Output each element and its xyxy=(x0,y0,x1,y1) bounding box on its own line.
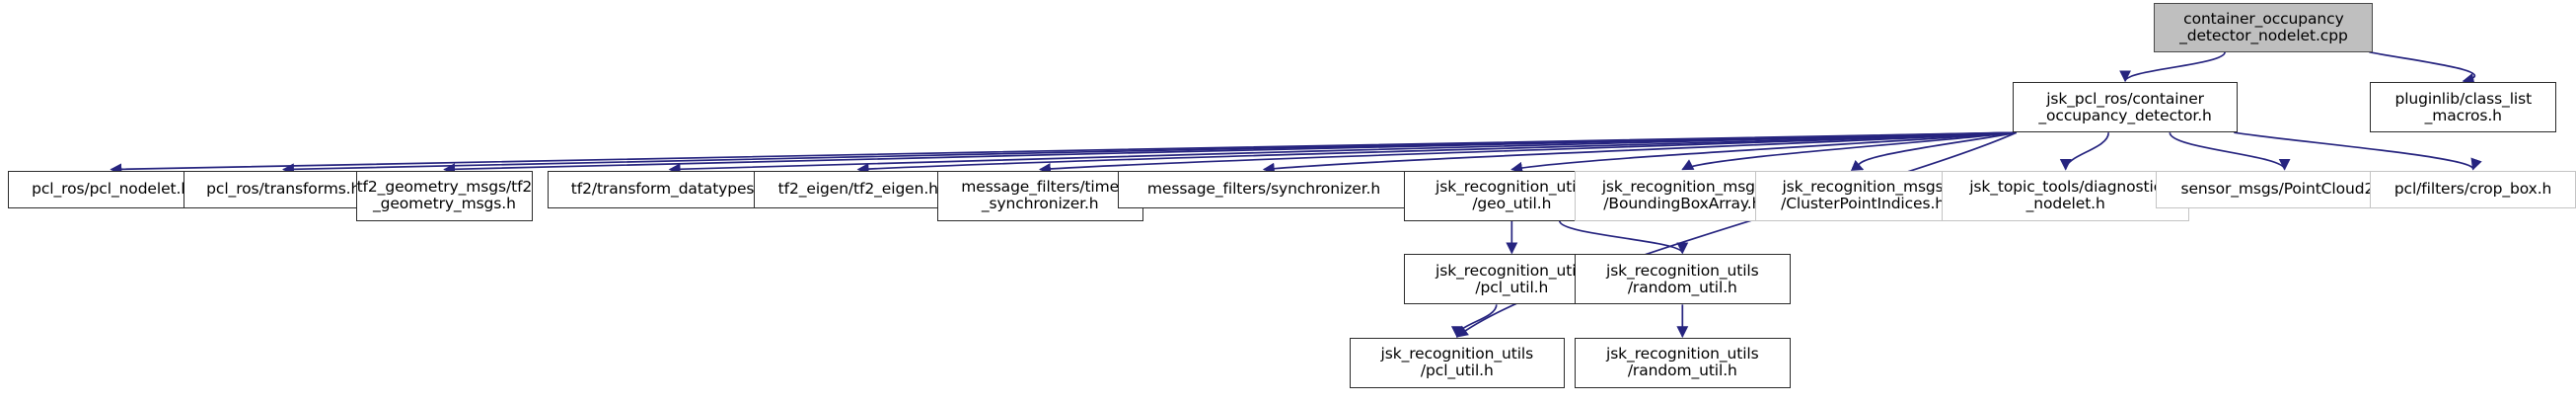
graph-node-time-synchronizer-h[interactable]: message_filters/time_synchronizer.h xyxy=(936,170,1143,221)
node-label-line-1: jsk_topic_tools/diagnostic xyxy=(1969,178,2163,197)
graph-node-root[interactable]: container_occupancy_detector_nodelet.cpp xyxy=(2154,3,2374,52)
node-label-line-1: container_occupancy xyxy=(2183,9,2344,28)
node-label-line-1: jsk_recognition_utils xyxy=(1380,345,1534,364)
graph-node-pcl-util-h-leaf[interactable]: jsk_recognition_utils/pcl_util.h xyxy=(1349,337,1566,389)
node-label-line-1: message_filters/synchronizer.h xyxy=(1146,180,1381,199)
graph-edge-container-occupancy-detector-h-to-diagnostic-nodelet-h xyxy=(2059,132,2110,171)
node-label-line-2: /random_util.h xyxy=(1627,278,1737,296)
graph-edge-container-occupancy-detector-h-to-pcl-nodelet-h xyxy=(110,131,2017,176)
node-label-line-2: _nodelet.h xyxy=(2025,195,2105,213)
node-label-line-1: tf2/transform_datatypes.h xyxy=(570,180,769,199)
graph-edge-container-occupancy-detector-h-to-time-synchronizer-h xyxy=(1039,131,2017,175)
graph-node-transforms-h[interactable]: pcl_ros/transforms.h xyxy=(184,170,384,208)
node-label-line-2: _occupancy_detector.h xyxy=(2038,106,2212,124)
graph-edge-geo-util-h-to-random-util-h-mid xyxy=(1558,220,1689,255)
node-label-line-1: jsk_recognition_msgs xyxy=(1601,178,1763,197)
node-label-line-1: tf2_geometry_msgs/tf2 xyxy=(356,178,533,197)
node-label-line-1: tf2_eigen/tf2_eigen.h xyxy=(777,180,938,199)
graph-edge-pcl-util-h-mid-to-pcl-util-h-leaf xyxy=(1450,304,1498,339)
graph-edge-root-to-container-occupancy-detector-h xyxy=(2119,51,2226,83)
graph-node-tf2-geometry-msgs-h[interactable]: tf2_geometry_msgs/tf2_geometry_msgs.h xyxy=(355,170,534,221)
node-label-line-2: /random_util.h xyxy=(1627,362,1737,380)
node-label-line-2: _detector_nodelet.cpp xyxy=(2179,26,2348,44)
node-label-line-1: jsk_recognition_utils xyxy=(1606,345,1759,364)
graph-node-crop-box-h[interactable]: pcl/filters/crop_box.h xyxy=(2370,170,2576,208)
node-label-line-1: jsk_recognition_msgs xyxy=(1782,178,1944,197)
graph-node-cluster-point-indices-h[interactable]: jsk_recognition_msgs/ClusterPointIndices… xyxy=(1754,170,1971,221)
node-label-line-2: /ClusterPointIndices.h xyxy=(1781,195,1946,213)
graph-node-container-occupancy-detector-h[interactable]: jsk_pcl_ros/container_occupancy_detector… xyxy=(2012,82,2239,133)
graph-edge-container-occupancy-detector-h-to-geo-util-h xyxy=(1510,131,2017,174)
graph-edge-container-occupancy-detector-h-to-transform-datatypes-h xyxy=(668,131,2017,176)
node-label-line-1: jsk_recognition_utils xyxy=(1606,261,1759,280)
graph-node-random-util-h-mid[interactable]: jsk_recognition_utils/random_util.h xyxy=(1574,254,1791,305)
graph-edge-container-occupancy-detector-h-to-cluster-point-indices-h xyxy=(1850,131,2018,171)
node-label-line-2: /pcl_util.h xyxy=(1475,278,1549,296)
node-label-line-1: sensor_msgs/PointCloud2.h xyxy=(2180,180,2389,199)
node-label-line-1: pcl_ros/pcl_nodelet.h xyxy=(32,180,191,199)
node-label-line-2: /BoundingBoxArray.h xyxy=(1603,195,1762,213)
graph-edge-container-occupancy-detector-h-to-tf2-eigen-h xyxy=(856,131,2017,175)
graph-node-diagnostic-nodelet-h[interactable]: jsk_topic_tools/diagnostic_nodelet.h xyxy=(1942,170,2190,221)
node-label-line-2: /geo_util.h xyxy=(1472,195,1552,213)
graph-node-tf2-eigen-h[interactable]: tf2_eigen/tf2_eigen.h xyxy=(753,170,963,208)
node-label-line-2: _synchronizer.h xyxy=(981,195,1099,213)
node-label-line-2: /pcl_util.h xyxy=(1420,362,1494,380)
graph-edge-container-occupancy-detector-h-to-tf2-geometry-msgs-h xyxy=(443,131,2017,176)
graph-edge-container-occupancy-detector-h-to-point-cloud2-h xyxy=(2169,131,2291,171)
graph-edge-root-to-class-list-macros-h xyxy=(2369,50,2475,85)
node-label-line-1: pcl_ros/transforms.h xyxy=(206,180,361,199)
graph-edge-container-occupancy-detector-h-to-pcl-util-h-leaf xyxy=(1455,131,2018,338)
node-label-line-2: _macros.h xyxy=(2424,106,2502,124)
graph-edge-container-occupancy-detector-h-to-synchronizer-h xyxy=(1262,131,2017,175)
graph-edge-container-occupancy-detector-h-to-transforms-h xyxy=(282,131,2017,176)
node-label-line-1: message_filters/time xyxy=(961,178,1120,197)
node-label-line-1: pcl/filters/crop_box.h xyxy=(2393,180,2552,199)
graph-edge-container-occupancy-detector-h-to-crop-box-h xyxy=(2234,131,2482,171)
node-label-line-1: jsk_recognition_utils xyxy=(1435,178,1588,197)
node-label-line-2: _geometry_msgs.h xyxy=(372,195,516,213)
node-label-line-1: jsk_recognition_utils xyxy=(1435,261,1588,280)
graph-node-random-util-h-leaf[interactable]: jsk_recognition_utils/random_util.h xyxy=(1574,337,1791,389)
graph-node-pcl-nodelet-h[interactable]: pcl_ros/pcl_nodelet.h xyxy=(8,170,215,208)
node-label-line-1: pluginlib/class_list xyxy=(2394,89,2533,108)
node-label-line-1: jsk_pcl_ros/container xyxy=(2046,89,2204,108)
graph-node-class-list-macros-h[interactable]: pluginlib/class_list_macros.h xyxy=(2370,82,2557,133)
graph-node-transform-datatypes-h[interactable]: tf2/transform_datatypes.h xyxy=(547,170,792,208)
graph-edge-container-occupancy-detector-h-to-bounding-box-array-h xyxy=(1681,131,2017,171)
graph-node-synchronizer-h[interactable]: message_filters/synchronizer.h xyxy=(1117,170,1411,208)
